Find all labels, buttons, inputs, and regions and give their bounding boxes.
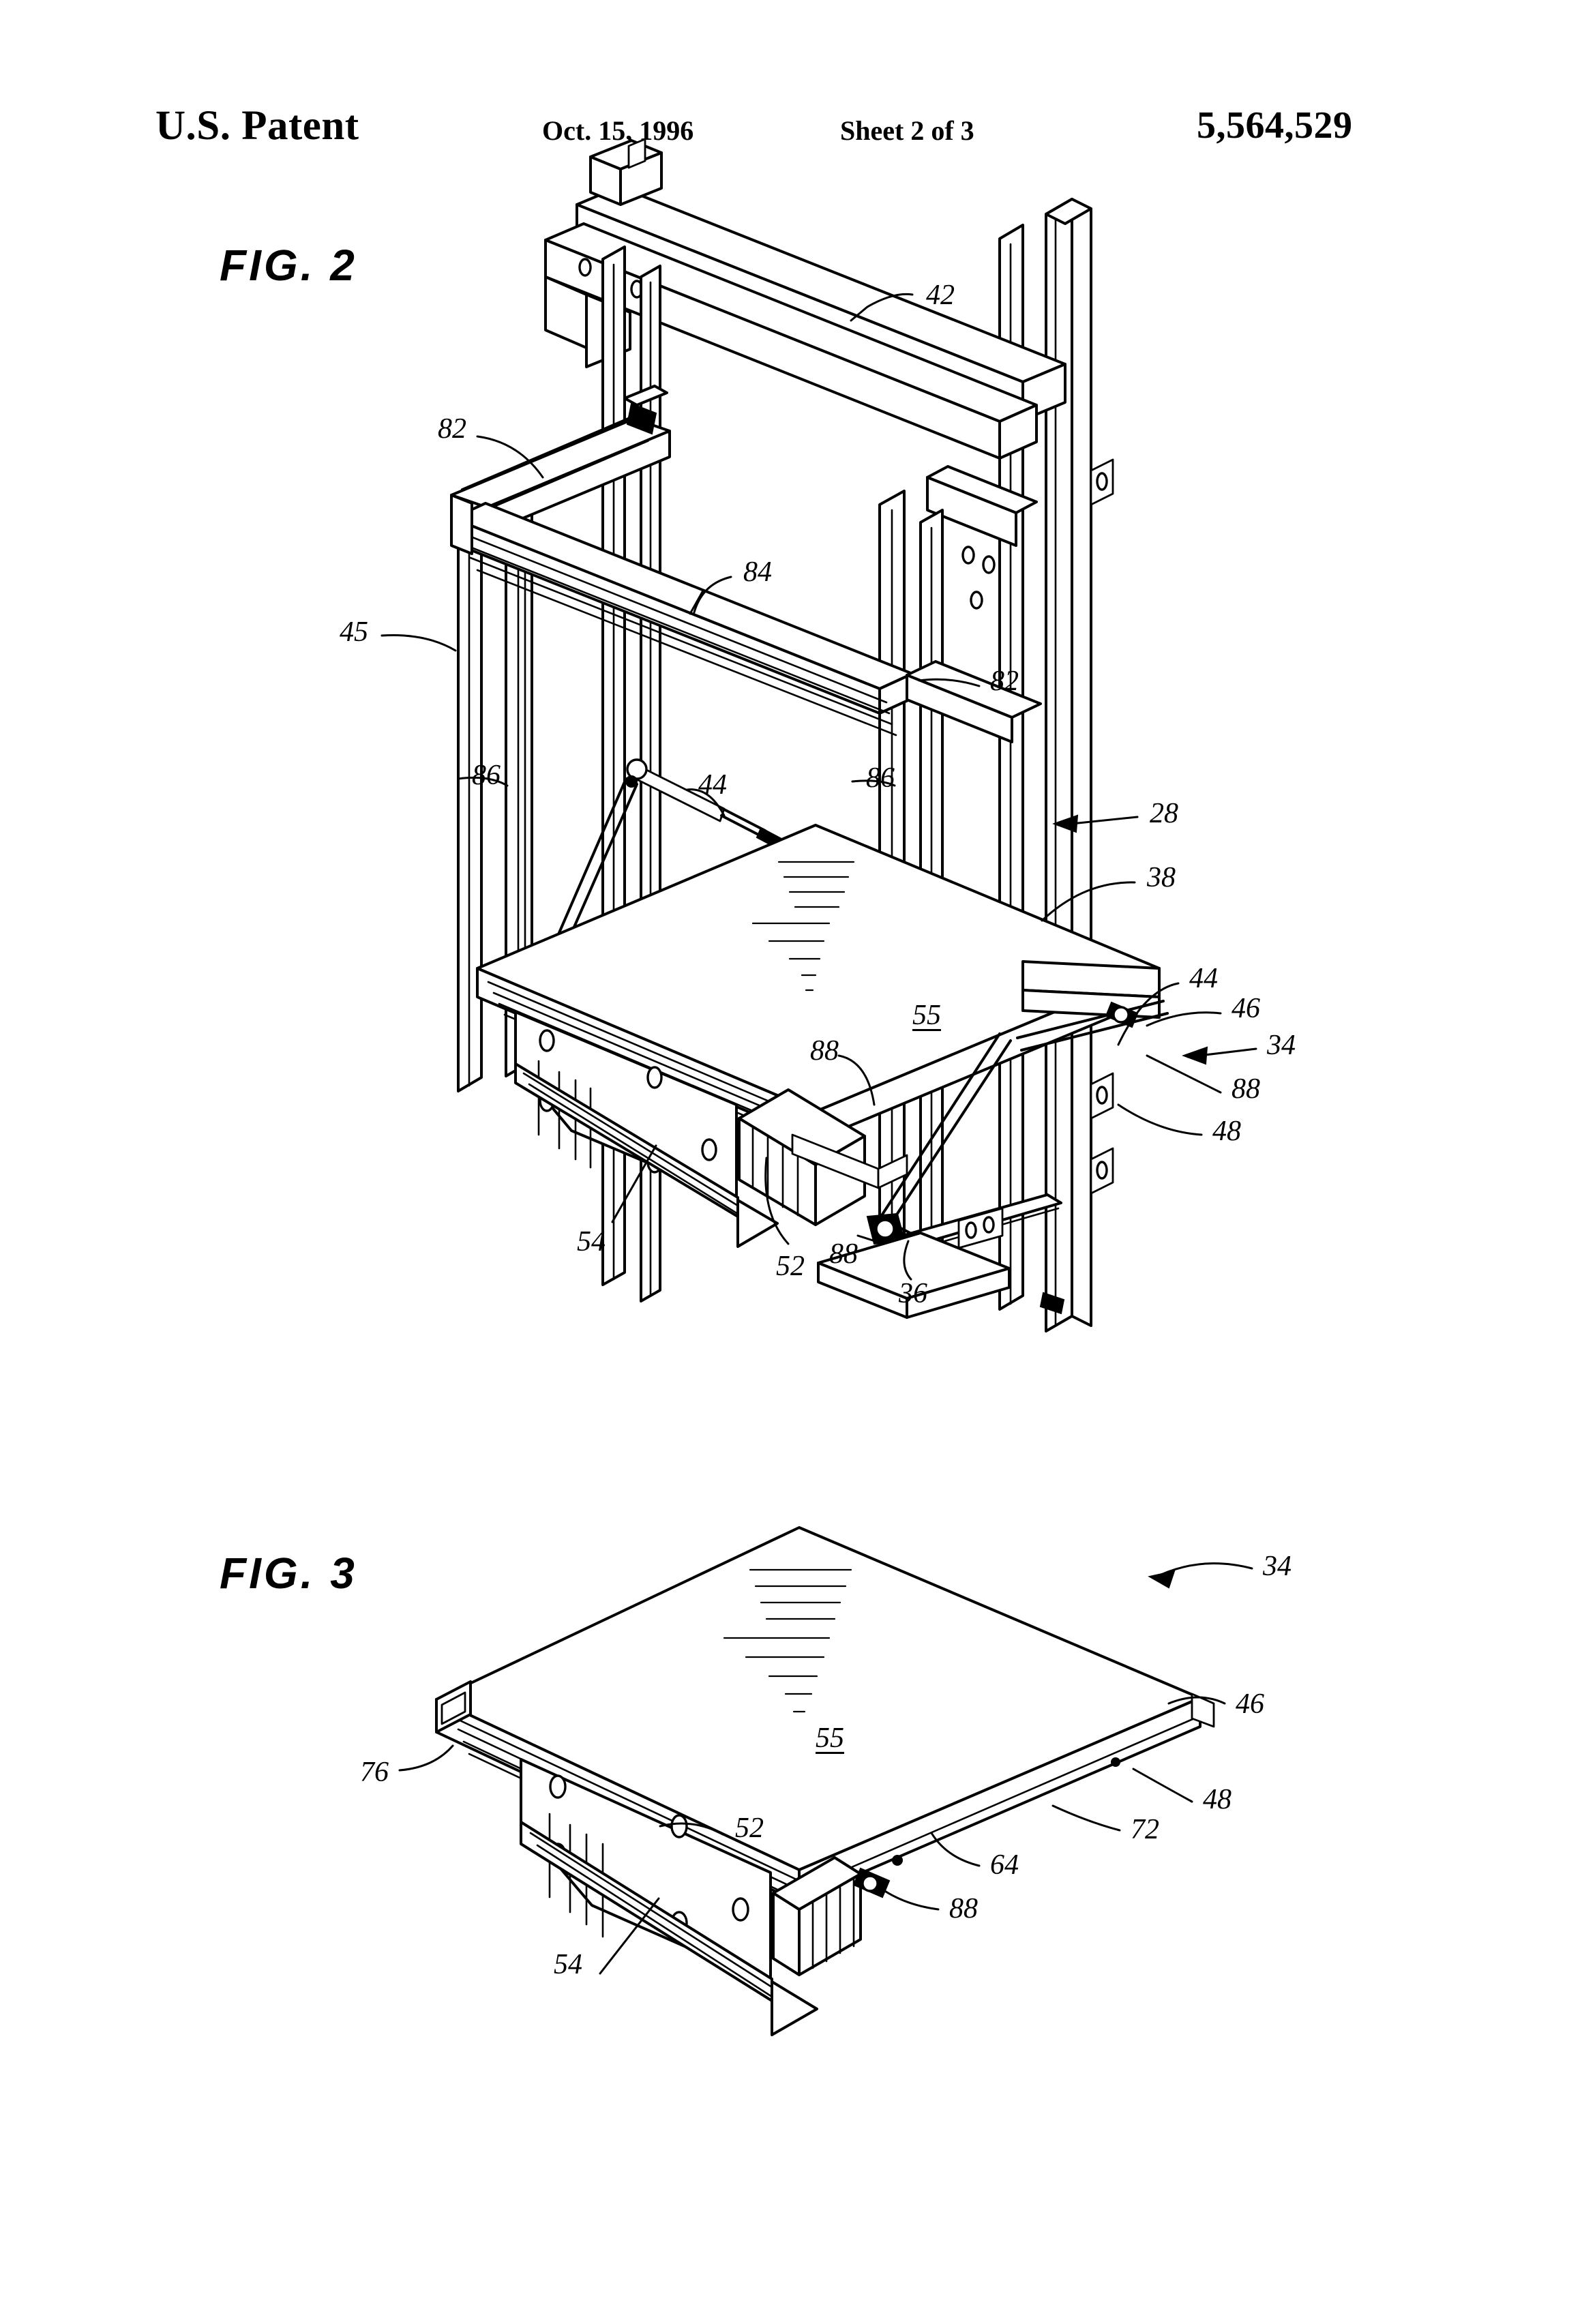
patent-number: 5,564,529 — [1197, 104, 1353, 147]
callout-55: 55 — [912, 1000, 941, 1031]
callout-54: 54 — [577, 1226, 606, 1257]
callout-76: 76 — [360, 1757, 389, 1788]
callout-52-fig3: 52 — [735, 1813, 764, 1844]
figure-2-drawing — [380, 138, 1257, 1332]
right-diagonal-strut-88-36 — [817, 1032, 1065, 1319]
callout-52: 52 — [776, 1251, 805, 1282]
callout-72: 72 — [1131, 1814, 1159, 1845]
callout-46-fig3: 46 — [1236, 1688, 1264, 1720]
callout-48: 48 — [1212, 1116, 1241, 1147]
figure-2-leader-lines — [380, 293, 1257, 1281]
callout-54-fig3: 54 — [554, 1949, 582, 1980]
skirt-plate-54 — [520, 1758, 818, 2036]
callout-38: 38 — [1147, 862, 1176, 893]
callout-44-upper: 44 — [698, 769, 727, 801]
callout-48-fig3: 48 — [1203, 1784, 1232, 1815]
callout-86-right: 86 — [866, 762, 895, 794]
callout-42: 42 — [926, 280, 955, 311]
corrugated-foot-block — [772, 1856, 862, 1976]
figure-3-label: FIG. 3 — [220, 1549, 357, 1598]
figure-3-leader-lines — [398, 1562, 1253, 1975]
callout-55-fig3: 55 — [816, 1723, 844, 1754]
callout-84: 84 — [743, 556, 772, 588]
callout-82-right: 82 — [990, 666, 1019, 697]
callout-46: 46 — [1232, 993, 1260, 1024]
callout-88-fig3: 88 — [949, 1893, 978, 1924]
callout-36: 36 — [899, 1278, 927, 1309]
platform-assembly-34 — [476, 824, 1169, 1248]
sheet-number: Sheet 2 of 3 — [840, 115, 974, 146]
callout-64: 64 — [990, 1849, 1019, 1881]
patent-header: U.S. Patent Oct. 15, 1996 Sheet 2 of 3 5… — [0, 102, 1582, 177]
callout-45: 45 — [340, 616, 368, 648]
callout-88-bottom: 88 — [829, 1238, 858, 1270]
callout-86-left: 86 — [472, 760, 501, 791]
patent-issue-date: Oct. 15, 1996 — [542, 115, 694, 146]
callout-88-right: 88 — [1232, 1073, 1260, 1105]
figure-2-label: FIG. 2 — [220, 241, 357, 290]
figure-3-drawing — [398, 1526, 1253, 2036]
upper-cross-frame-82-84 — [450, 385, 1042, 743]
callout-88-middle: 88 — [810, 1035, 839, 1067]
callout-28: 28 — [1150, 798, 1178, 829]
lower-cross-rail — [791, 1133, 908, 1189]
callout-44-lower: 44 — [1189, 963, 1218, 994]
top-beam-42 — [544, 138, 1066, 610]
callout-82-upper: 82 — [438, 413, 466, 445]
callout-34-fig3: 34 — [1263, 1551, 1292, 1582]
corner-pin-88 — [852, 1855, 903, 1898]
patent-office-title: U.S. Patent — [155, 103, 359, 149]
callout-34: 34 — [1267, 1030, 1296, 1061]
